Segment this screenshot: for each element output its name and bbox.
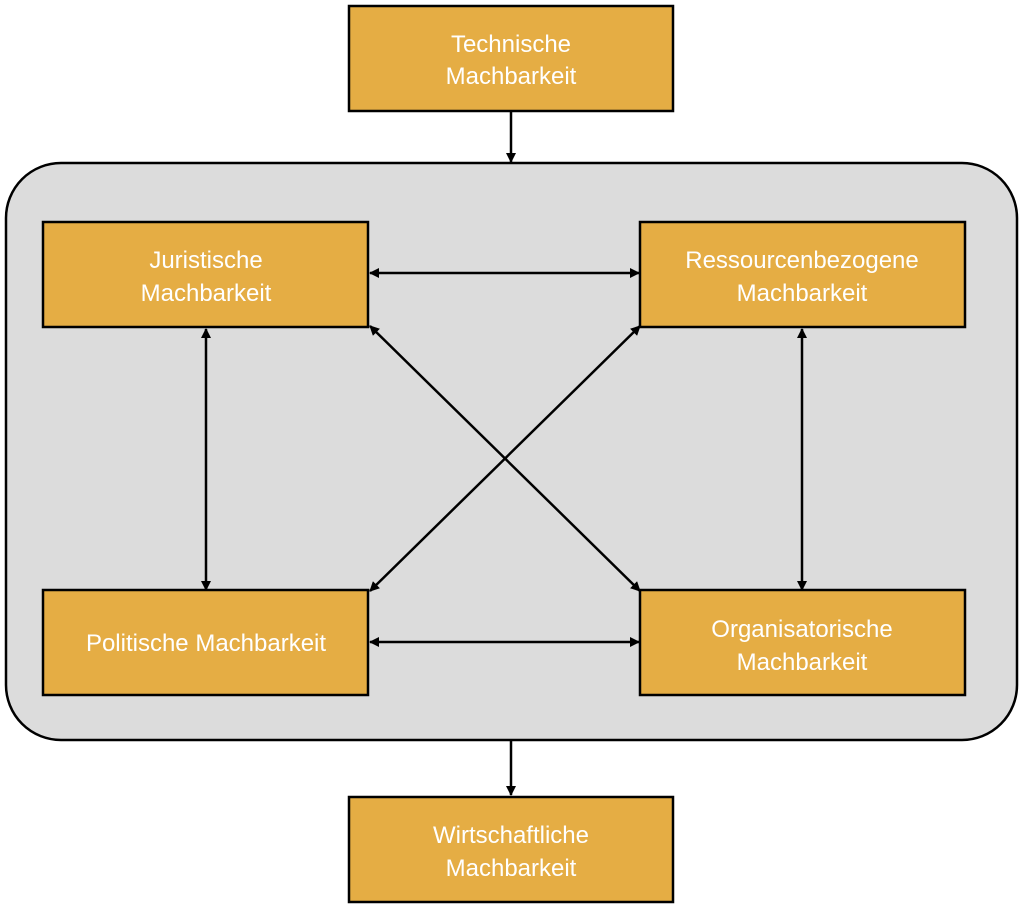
node-legal-feasibility: Juristische Machbarkeit xyxy=(41,220,370,329)
node-technical-line2: Machbarkeit xyxy=(446,63,577,90)
connectors xyxy=(201,111,807,796)
node-organizational-line2: Machbarkeit xyxy=(737,649,868,676)
node-legal-line2: Machbarkeit xyxy=(141,280,272,307)
node-economic-line1: Wirtschaftliche xyxy=(433,822,589,849)
node-organizational-feasibility: Organisatorische Machbarkeit xyxy=(638,588,967,697)
node-resource-line2: Machbarkeit xyxy=(737,280,868,307)
node-economic-feasibility: Wirtschaftliche Machbarkeit xyxy=(347,795,675,904)
node-technical-feasibility: Technische Machbarkeit xyxy=(347,4,675,113)
node-economic-line2: Machbarkeit xyxy=(446,855,577,882)
node-technical-line1: Technische xyxy=(451,31,571,58)
node-political-feasibility: Politische Machbarkeit xyxy=(41,588,370,697)
node-political-line1: Politische Machbarkeit xyxy=(86,630,326,657)
node-organizational-line1: Organisatorische xyxy=(711,616,892,643)
arrow-resource-political xyxy=(369,325,641,592)
node-resource-line1: Ressourcenbezogene xyxy=(685,247,919,274)
node-legal-line1: Juristische xyxy=(149,247,262,274)
node-resource-feasibility: Ressourcenbezogene Machbarkeit xyxy=(638,220,967,329)
